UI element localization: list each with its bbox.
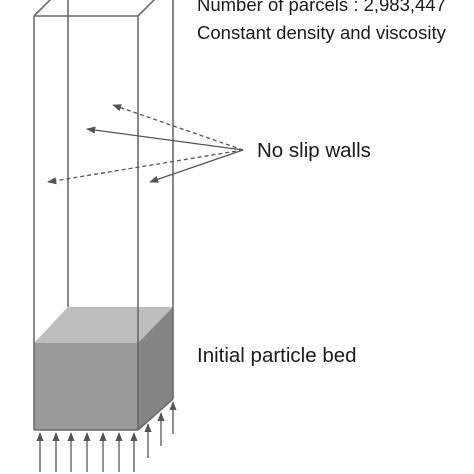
inflow-arrows <box>36 401 177 472</box>
column-top-left-edge <box>33 0 52 17</box>
density-viscosity-label: Constant density and viscosity <box>197 22 446 43</box>
particle-bed <box>34 307 173 430</box>
column-outline <box>33 0 174 431</box>
arrow-pointer-icon <box>112 104 244 151</box>
column-bottom-side-edge <box>137 398 174 431</box>
wall-pointer-arrows <box>47 104 244 185</box>
arrow-pointer-icon <box>149 149 244 183</box>
arrow-pointer-icon <box>47 149 244 185</box>
bed-front-face <box>34 343 138 430</box>
arrow-pointer-icon <box>86 126 244 151</box>
bed-side-face <box>138 307 173 430</box>
parcels-count-label: Number of parcels : 2,983,447 <box>197 0 446 15</box>
no-slip-walls-label: No slip walls <box>257 139 371 162</box>
initial-particle-bed-label: Initial particle bed <box>197 344 357 367</box>
column-top-right-edge <box>137 0 156 17</box>
